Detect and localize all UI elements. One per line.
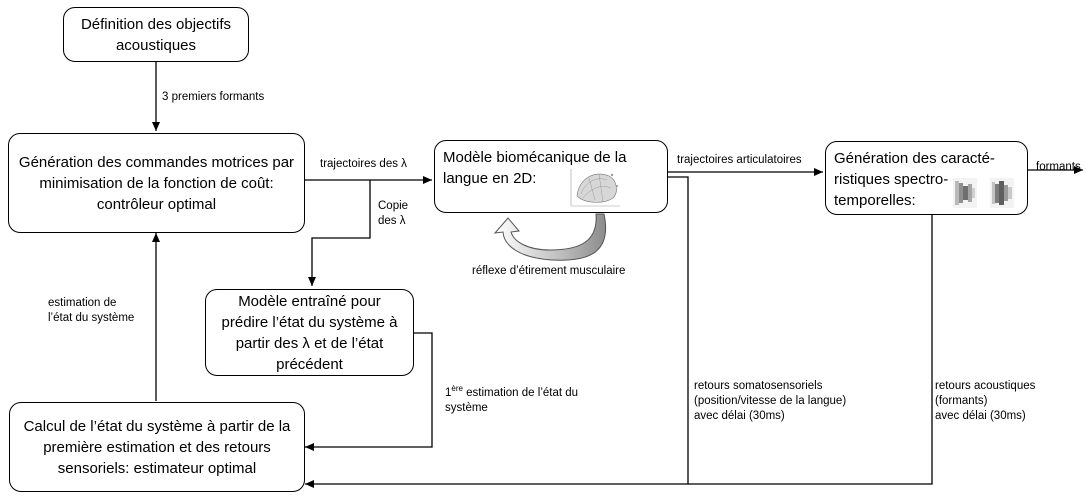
label-premiere-estimation: 1ère estimation de l’état du système	[445, 384, 579, 414]
label-formants-output: formants	[1036, 161, 1081, 173]
node-modele-entraine: Modèle entraîné pour prédire l’état du s…	[205, 289, 414, 376]
node-generation-commandes: Génération des commandes motrices par mi…	[8, 133, 305, 233]
label-retours-somatosensoriels: retours somatosensoriels (position/vites…	[694, 380, 847, 422]
arrow-premiere-estimation	[305, 332, 433, 451]
label-retours-acoustiques: retours acoustiques (formants) avec déla…	[935, 380, 1036, 422]
reflex-loop-arrow	[493, 213, 606, 261]
label-trajectoires-articulatoires: trajectoires articulatoires	[677, 154, 802, 166]
label-copie-lambda: Copie des λ	[378, 200, 409, 227]
arrow-copie-lambda	[308, 180, 371, 286]
label-reflexe-etirement: réflexe d’étirement musculaire	[472, 265, 626, 277]
tongue-model-thumbnail	[570, 169, 620, 207]
node-calcul-etat: Calcul de l’état du système à partir de …	[9, 402, 305, 492]
arrow-retours-somato	[305, 176, 689, 488]
label-trajectoires-lambda: trajectoires des λ	[320, 158, 407, 170]
spectrogram-thumbnail-2	[990, 178, 1014, 208]
label-3-premiers-formants: 3 premiers formants	[162, 91, 265, 103]
node-definition-objectifs: Définition des objectifs acoustiques	[63, 7, 249, 62]
arrow-retours-acoustiques	[688, 215, 933, 485]
spectrogram-thumbnail-1	[953, 178, 977, 208]
label-estimation-etat: estimation de l’état du système	[48, 297, 135, 324]
node-modele-biomecanique: Modèle biomécanique de la langue en 2D:	[434, 140, 668, 213]
